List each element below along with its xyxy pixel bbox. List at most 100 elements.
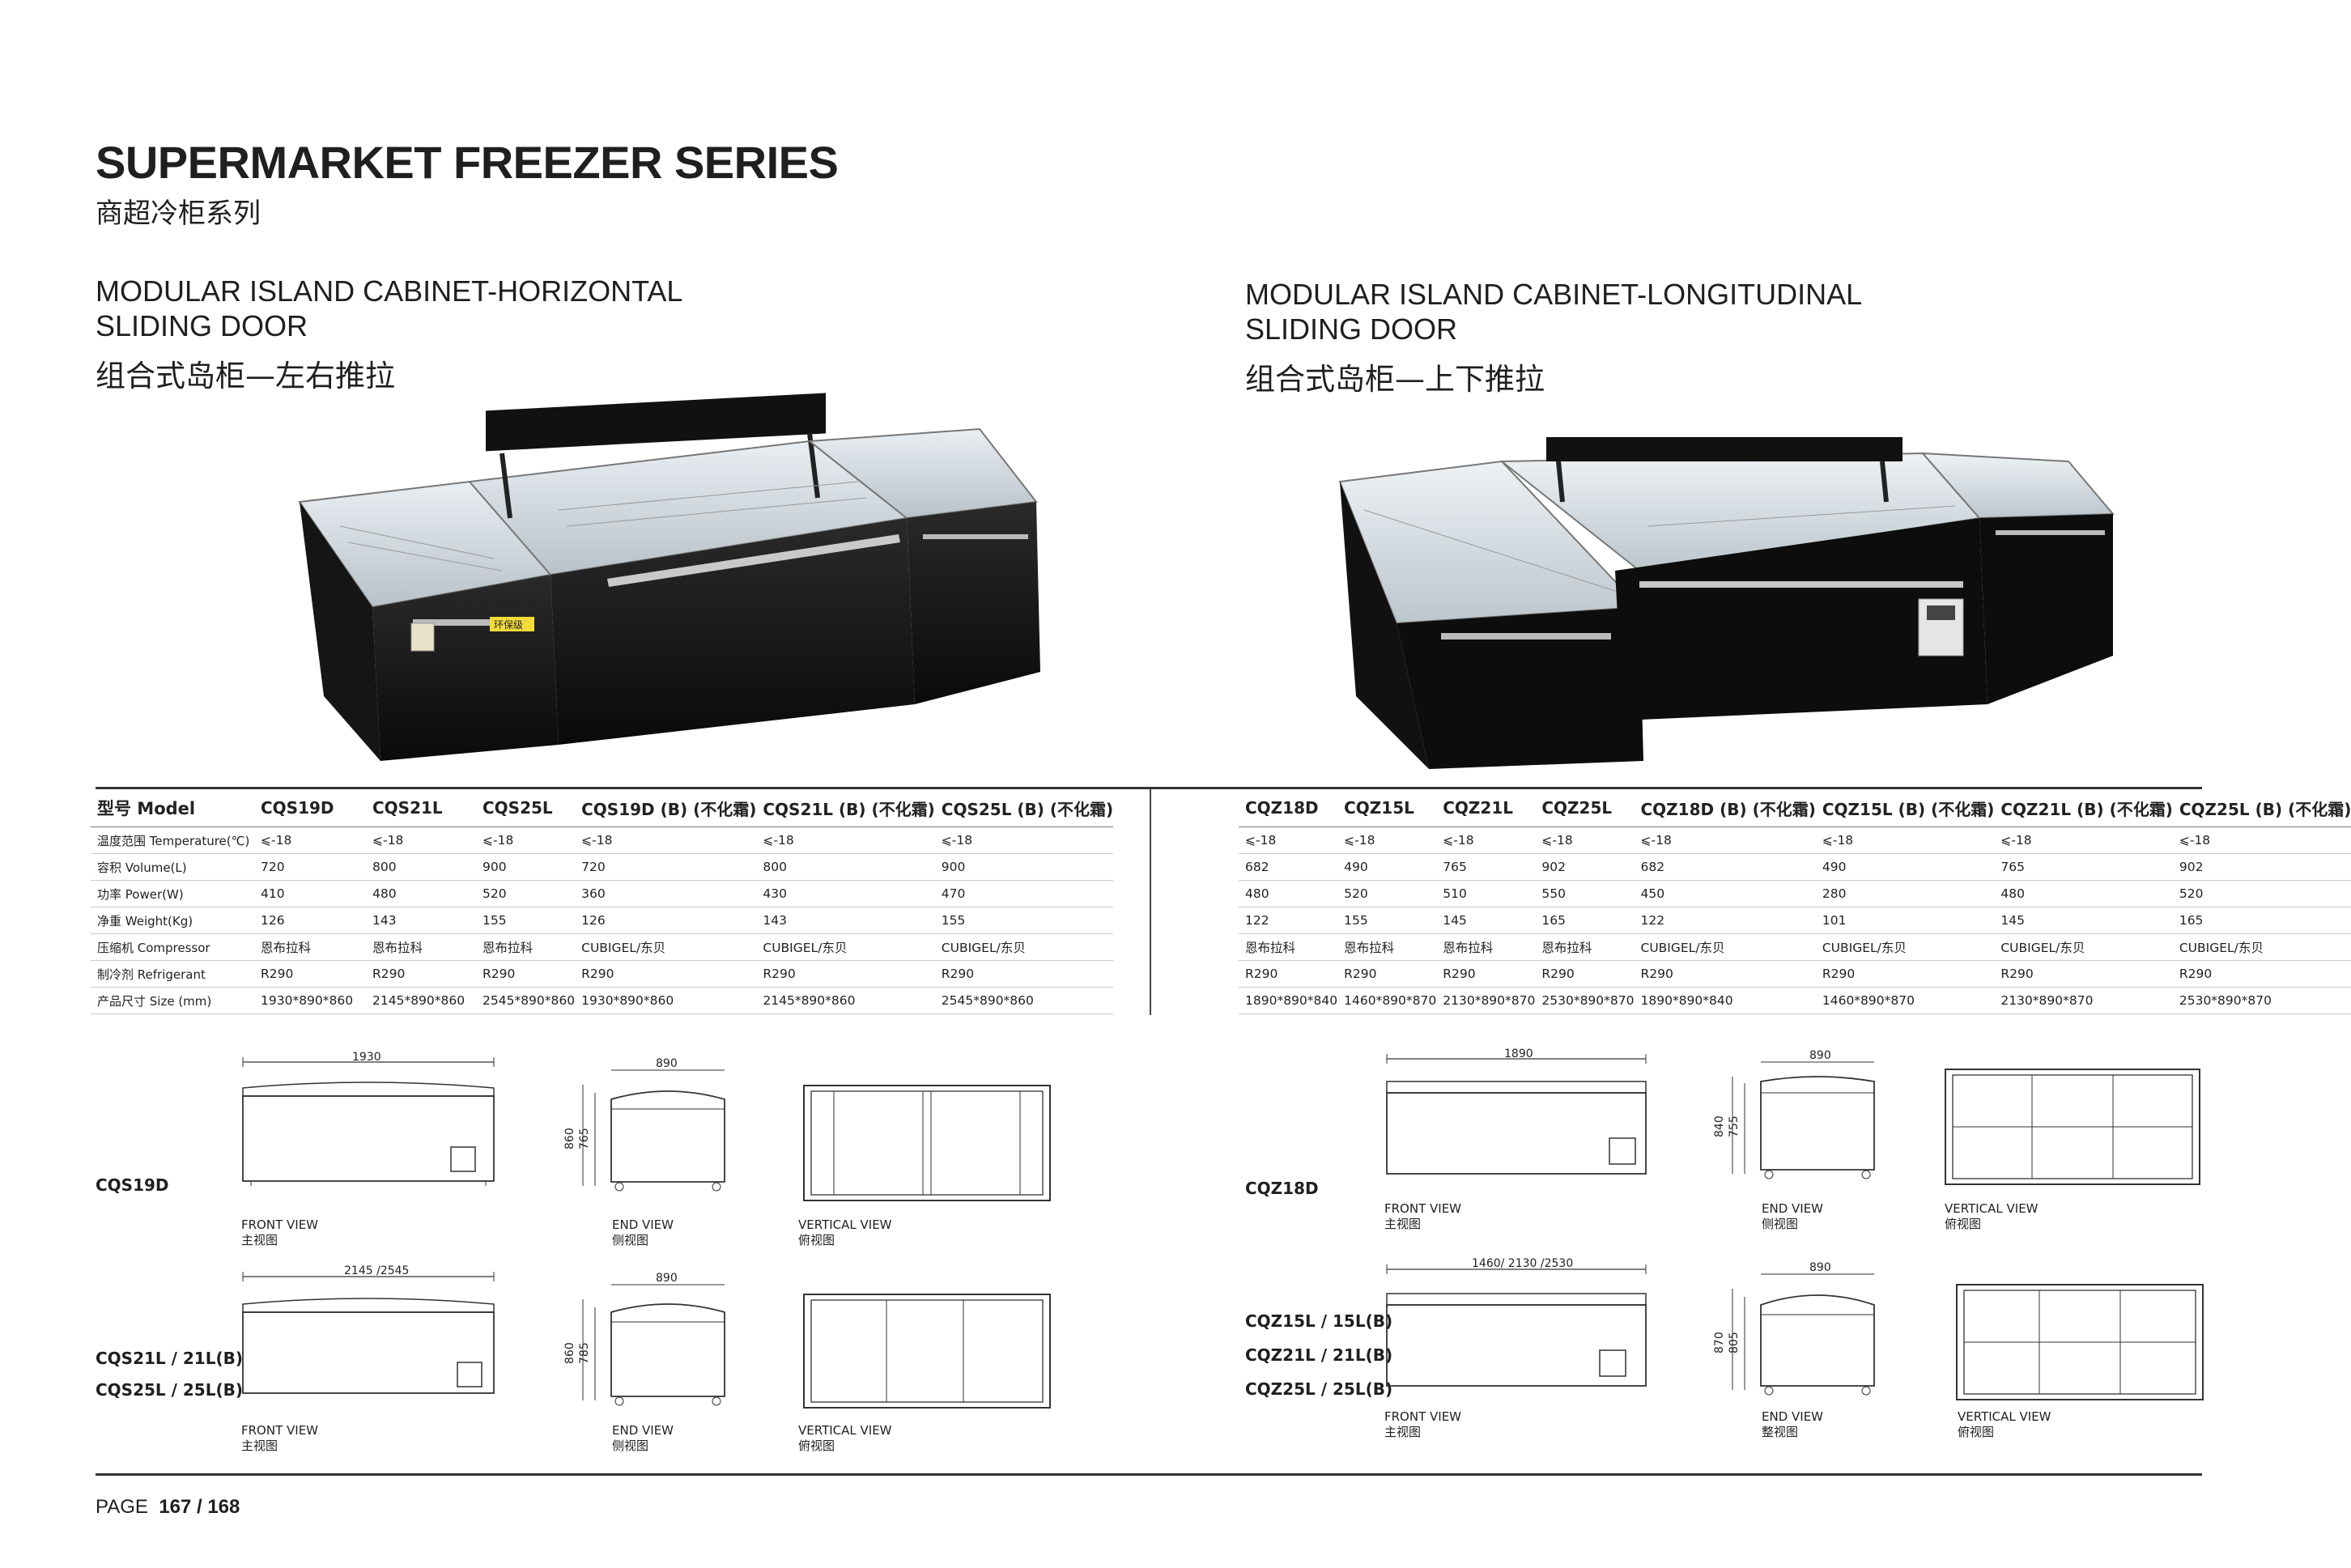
- table-cell: 143: [756, 907, 935, 934]
- table-cell: CQZ21L: [1436, 789, 1536, 827]
- table-cell: ⩽-18: [1634, 826, 1816, 854]
- front-width-dim-l2: 2145 /2545: [344, 1264, 409, 1277]
- table-cell: 1930*890*860: [254, 987, 366, 1014]
- table-cell: ⩽-18: [934, 826, 1114, 854]
- drawing-model-cqz18d: CQZ18D: [1245, 1179, 1319, 1198]
- table-cell: 2145*890*860: [366, 987, 476, 1014]
- table-cell: CQZ21L (B) (不化霜): [1994, 789, 2173, 827]
- table-cell: 902: [2172, 853, 2351, 881]
- left-section-title-line1: MODULAR ISLAND CABINET-HORIZONTAL: [96, 274, 683, 308]
- table-cell: 145: [1994, 907, 2173, 934]
- table-cell: 101: [1815, 907, 1995, 934]
- row-label: 产品尺寸 Size (mm): [91, 987, 254, 1014]
- table-cell: CQZ25L: [1535, 789, 1635, 827]
- end-view-cqs21l: 890 860 785: [563, 1272, 725, 1406]
- table-cell: CQS25L (B) (不化霜): [934, 789, 1114, 827]
- table-cell: 470: [934, 880, 1114, 907]
- table-cell: 900: [934, 853, 1114, 881]
- table-cell: R290: [254, 960, 366, 988]
- front-view-cqz18d: 1890: [1386, 1047, 1647, 1175]
- table-cell: 165: [2172, 907, 2351, 934]
- table-cell: 1460*890*870: [1815, 987, 1995, 1014]
- front-width-dim-r1: 1890: [1504, 1047, 1533, 1060]
- table-cell: 720: [575, 853, 757, 881]
- drawing-model-cqz15l: CQZ15L / 15L(B): [1245, 1311, 1393, 1331]
- table-cell: R290: [2172, 960, 2351, 988]
- table-cell: CUBIGEL/东贝: [934, 933, 1114, 961]
- end-height-total-dim: 860: [563, 1128, 576, 1149]
- table-cell: CUBIGEL/东贝: [1994, 933, 2173, 961]
- table-cell: CQS21L: [366, 789, 476, 827]
- table-cell: 143: [366, 907, 476, 934]
- table-row: ⩽-18⩽-18⩽-18⩽-18⩽-18⩽-18⩽-18⩽-18: [1239, 826, 2351, 854]
- table-cell: 恩布拉科: [254, 933, 366, 961]
- table-cell: ⩽-18: [1535, 826, 1635, 854]
- end-view-cqz18d: 890 840 755: [1713, 1049, 1875, 1179]
- front-view-cqs19d: 1930: [242, 1051, 495, 1186]
- end-height-total-dim-r1: 840: [1713, 1115, 1726, 1137]
- table-cell: CQZ18D: [1239, 789, 1338, 827]
- table-cell: 490: [1337, 853, 1437, 881]
- table-cell: R290: [1436, 960, 1536, 988]
- right-section-title-line2: SLIDING DOOR: [1245, 312, 1458, 346]
- table-cell: 155: [934, 907, 1114, 934]
- table-cell: 122: [1239, 907, 1338, 934]
- table-cell: 恩布拉科: [1337, 933, 1437, 961]
- table-cell: CQS21L (B) (不化霜): [756, 789, 935, 827]
- table-cell: ⩽-18: [1239, 826, 1338, 854]
- table-cell: R290: [934, 960, 1114, 988]
- vertical-view-cqz15l: [1956, 1284, 2204, 1400]
- table-row: 温度范围 Temperature(℃)⩽-18⩽-18⩽-18⩽-18⩽-18⩽…: [91, 826, 1114, 854]
- table-cell: CUBIGEL/东贝: [756, 933, 935, 961]
- right-section-heading: MODULAR ISLAND CABINET-LONGITUDINAL SLID…: [1245, 277, 1862, 398]
- drawing-model-cqs25l: CQS25L / 25L(B): [96, 1380, 243, 1400]
- table-cell: CUBIGEL/东贝: [2172, 933, 2351, 961]
- front-width-dim-r2: 1460/ 2130 /2530: [1472, 1257, 1573, 1270]
- table-cell: ⩽-18: [366, 826, 476, 854]
- end-depth-dim-l2: 890: [656, 1272, 678, 1285]
- right-freezer-illustration: [1338, 437, 2115, 769]
- table-cell: R290: [1815, 960, 1995, 988]
- row-label: 温度范围 Temperature(℃): [91, 826, 254, 854]
- table-cell: CQS25L: [476, 789, 576, 827]
- table-cell: 恩布拉科: [476, 933, 576, 961]
- table-cell: CQS19D (B) (不化霜): [575, 789, 757, 827]
- end-height-body-dim-l2: 785: [578, 1342, 591, 1364]
- table-cell: R290: [1994, 960, 2173, 988]
- end-depth-dim-r2: 890: [1809, 1261, 1831, 1274]
- table-cell: 800: [756, 853, 935, 881]
- end-view-cqz15l: 890 870 805: [1713, 1261, 1875, 1396]
- table-cell: 1890*890*840: [1239, 987, 1338, 1014]
- table-cell: R290: [1535, 960, 1635, 988]
- drawing-model-cqs21l: CQS21L / 21L(B): [96, 1349, 243, 1368]
- left-section-title-cn: 组合式岛柜—左右推拉: [96, 359, 395, 393]
- table-cell: 520: [1337, 880, 1437, 907]
- table-cell: 550: [1535, 880, 1635, 907]
- table-cell: CUBIGEL/东贝: [575, 933, 757, 961]
- table-cell: 2130*890*870: [1994, 987, 2173, 1014]
- drawing-model-cqz25l: CQZ25L / 25L(B): [1245, 1379, 1393, 1399]
- eco-badge-text: 环保级: [494, 619, 523, 631]
- table-cell: ⩽-18: [476, 826, 576, 854]
- footer-rule: [96, 1473, 2202, 1476]
- table-cell: ⩽-18: [2172, 826, 2351, 854]
- table-cell: 480: [366, 880, 476, 907]
- table-cell: 1890*890*840: [1634, 987, 1816, 1014]
- table-cell: 480: [1994, 880, 2173, 907]
